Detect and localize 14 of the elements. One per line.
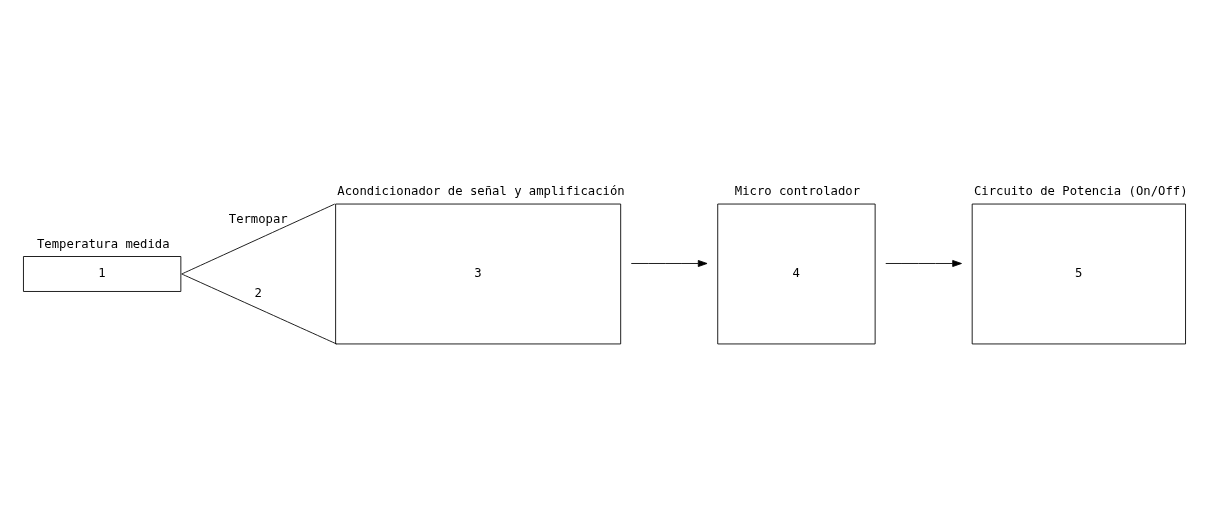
edge-label: Termopar: [228, 212, 288, 227]
node-label: Acondicionador de señal y amplificación: [337, 184, 625, 199]
node-label: Circuito de Potencia (On/Off): [973, 184, 1188, 199]
node-label: Micro controlador: [734, 184, 860, 199]
arrow: [885, 260, 962, 267]
node-label: Temperatura medida: [37, 236, 170, 251]
node-box: 4: [717, 203, 876, 345]
edge-label: 2: [254, 285, 262, 300]
connector: [181, 203, 336, 275]
node-box: 5: [971, 203, 1186, 345]
node-box: 3: [335, 203, 622, 345]
node-box: 1: [23, 256, 182, 292]
arrow: [630, 260, 708, 267]
connector: [181, 273, 337, 345]
